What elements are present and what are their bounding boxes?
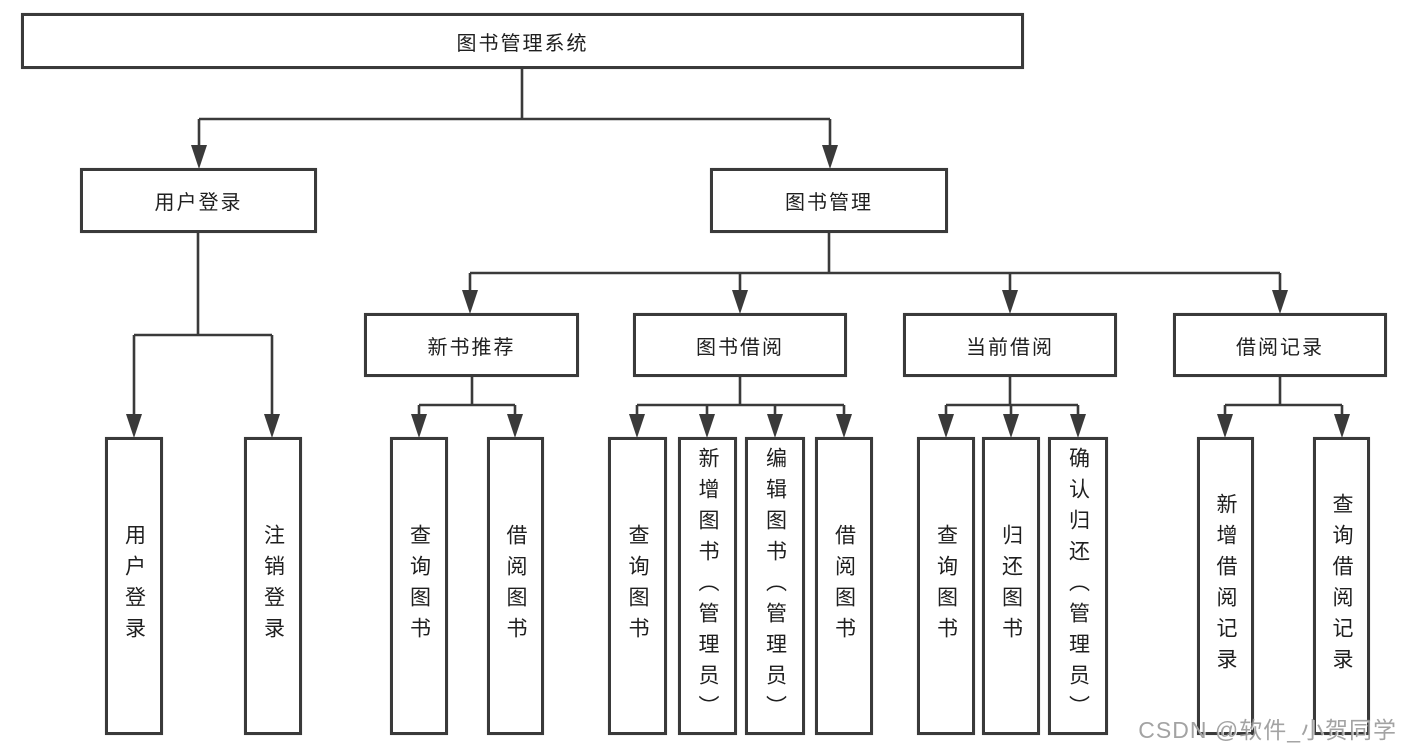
leaf-add-borrow-record: 新增借阅记录 [1197, 437, 1254, 735]
leaf-borrow-books: 借阅图书 [815, 437, 873, 735]
node-label: 新增借阅记录 [1214, 493, 1237, 679]
node-label: 借阅记录 [1236, 336, 1324, 359]
node-label: 确认归还（管理员） [1066, 446, 1090, 726]
node-label: 用户登录 [154, 192, 243, 214]
csdn-watermark: CSDN @软件_小贺同学 [1138, 717, 1397, 743]
node-label: 查询图书 [626, 524, 649, 648]
leaf-edit-book-admin: 编辑图书（管理员） [745, 437, 805, 735]
node-label: 借阅图书 [504, 524, 527, 648]
node-label: 新增图书（管理员） [696, 446, 719, 726]
node-label: 新书推荐 [427, 336, 516, 359]
leaf-borrow-books-recommend: 借阅图书 [487, 437, 544, 735]
node-label: 查询借阅记录 [1330, 493, 1353, 679]
node-library-management-system: 图书管理系统 [21, 13, 1024, 69]
node-label: 归还图书 [999, 524, 1023, 648]
node-label: 注销登录 [261, 524, 285, 648]
node-user-login: 用户登录 [80, 168, 317, 233]
leaf-add-book-admin: 新增图书（管理员） [678, 437, 737, 735]
node-label: 借阅图书 [832, 524, 856, 648]
node-label: 图书管理 [785, 192, 873, 214]
node-book-management: 图书管理 [710, 168, 948, 233]
node-new-book-recommend: 新书推荐 [364, 313, 579, 377]
node-label: 查询图书 [407, 524, 431, 648]
node-label: 图书管理系统 [456, 32, 589, 55]
node-label: 当前借阅 [966, 336, 1054, 359]
leaf-user-login: 用户登录 [105, 437, 163, 735]
leaf-return-book: 归还图书 [982, 437, 1040, 735]
node-book-borrow: 图书借阅 [633, 313, 847, 377]
leaf-confirm-return-admin: 确认归还（管理员） [1048, 437, 1108, 735]
node-current-borrow: 当前借阅 [903, 313, 1117, 377]
node-label: 用户登录 [122, 524, 146, 648]
leaf-query-books-current: 查询图书 [917, 437, 975, 735]
node-label: 编辑图书（管理员） [763, 446, 787, 726]
node-borrow-records: 借阅记录 [1173, 313, 1387, 377]
node-label: 图书借阅 [696, 336, 784, 359]
leaf-query-borrow-record: 查询借阅记录 [1313, 437, 1370, 735]
connector-paths [132, 68, 1344, 421]
leaf-query-books-recommend: 查询图书 [390, 437, 448, 735]
node-label: 查询图书 [934, 524, 958, 648]
leaf-logout: 注销登录 [244, 437, 302, 735]
arrowheads [126, 145, 1350, 438]
leaf-query-books-borrow: 查询图书 [608, 437, 667, 735]
